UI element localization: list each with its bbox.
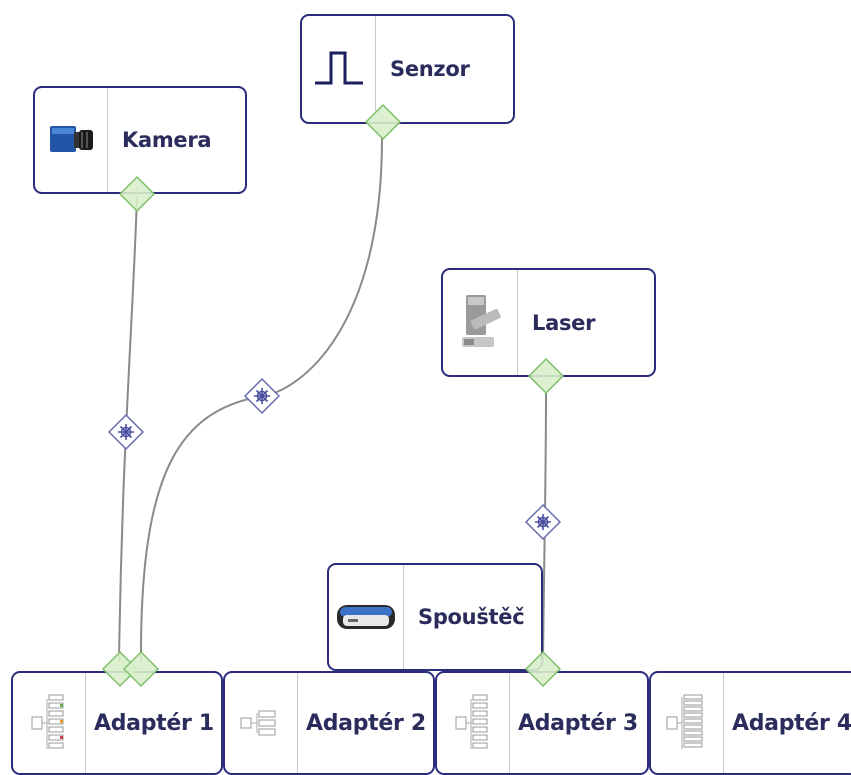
node-label: Adaptér 1 xyxy=(94,710,214,736)
node-laser[interactable]: Laser xyxy=(441,268,656,377)
edge-junction-icon[interactable] xyxy=(524,503,562,541)
node-label: Adaptér 2 xyxy=(306,710,426,736)
adapter-tree-icon xyxy=(437,673,510,773)
node-kamera[interactable]: Kamera xyxy=(33,86,247,194)
node-spoustec[interactable]: Spouštěč xyxy=(327,563,543,671)
adapter-tree-icon xyxy=(13,673,86,773)
adapter-small-icon xyxy=(225,673,298,773)
edge-kamera-adapter1[interactable] xyxy=(118,195,138,663)
node-adapter-1[interactable]: Adaptér 1 xyxy=(11,671,223,775)
node-adapter-4[interactable]: Adaptér 4 xyxy=(649,671,851,775)
edge-junction-icon[interactable] xyxy=(243,377,281,415)
node-label: Adaptér 4 xyxy=(732,710,851,736)
node-label: Kamera xyxy=(122,128,212,152)
node-senzor[interactable]: Senzor xyxy=(300,14,515,124)
node-label: Senzor xyxy=(390,57,470,81)
pulse-signal-icon xyxy=(302,16,376,122)
edge-junction-icon[interactable] xyxy=(107,413,145,451)
node-adapter-2[interactable]: Adaptér 2 xyxy=(223,671,435,775)
node-adapter-3[interactable]: Adaptér 3 xyxy=(435,671,649,775)
node-label: Spouštěč xyxy=(418,605,525,629)
node-label: Adaptér 3 xyxy=(518,710,638,736)
trigger-box-icon xyxy=(329,565,404,669)
adapter-rack-icon xyxy=(651,673,724,773)
laser-device-icon xyxy=(443,270,518,375)
camera-icon xyxy=(35,88,108,192)
node-label: Laser xyxy=(532,310,596,335)
